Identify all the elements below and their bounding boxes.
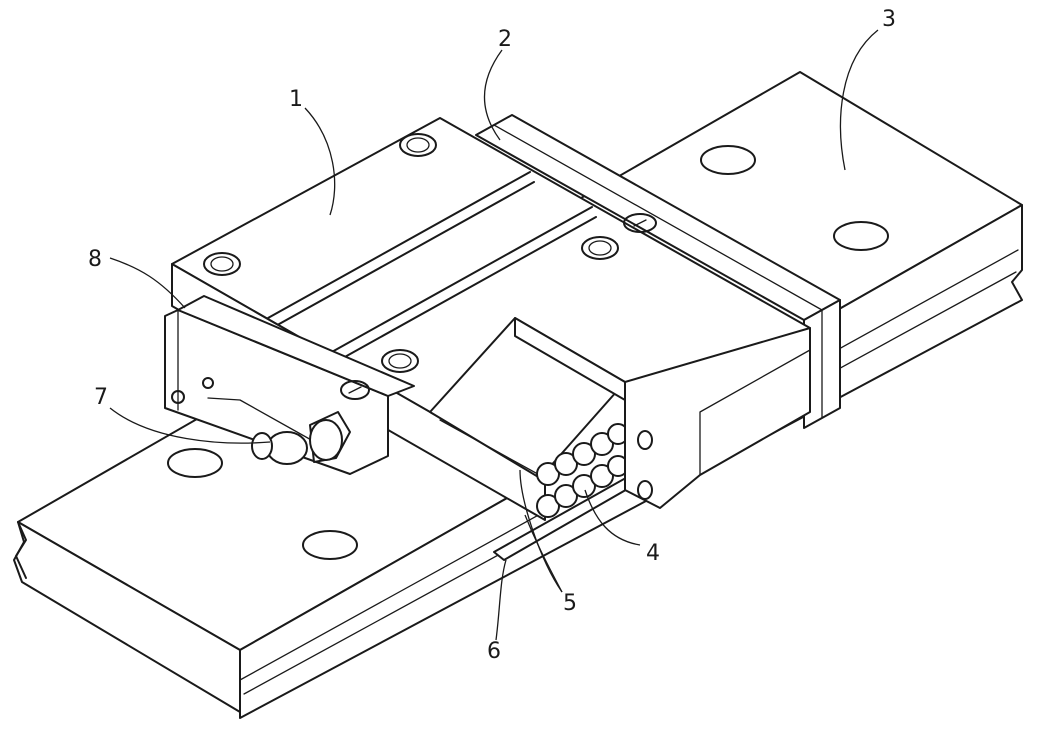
label-6: 6 xyxy=(487,639,501,664)
bolt-hole xyxy=(381,349,419,373)
bolt-hole xyxy=(399,133,437,157)
leader-lines xyxy=(109,29,879,641)
leader-3 xyxy=(839,29,879,171)
label-1: 1 xyxy=(289,87,303,112)
label-5: 5 xyxy=(563,591,577,616)
label-4: 4 xyxy=(646,541,660,566)
ball-rows xyxy=(536,423,629,518)
label-7: 7 xyxy=(94,385,108,410)
label-2: 2 xyxy=(498,27,512,52)
leader-1 xyxy=(304,107,336,216)
rail-hole xyxy=(700,145,756,175)
leader-6 xyxy=(495,559,507,641)
grease-nipple xyxy=(251,411,351,465)
leader-4 xyxy=(584,489,641,546)
bolt-hole xyxy=(203,252,241,276)
carriage-right-face xyxy=(624,327,811,509)
leader-7 xyxy=(109,407,271,444)
leader-2 xyxy=(483,49,503,141)
bolt-hole xyxy=(581,236,619,260)
rail-hole xyxy=(167,448,223,478)
leader-5b xyxy=(524,514,563,593)
label-3: 3 xyxy=(882,7,896,32)
label-8: 8 xyxy=(88,247,102,272)
rail-hole xyxy=(833,221,889,251)
leader-5a xyxy=(519,469,563,593)
rail-hole xyxy=(302,530,358,560)
part-labels: 1 2 3 8 7 4 5 6 xyxy=(88,7,896,664)
leader-8 xyxy=(109,257,186,309)
